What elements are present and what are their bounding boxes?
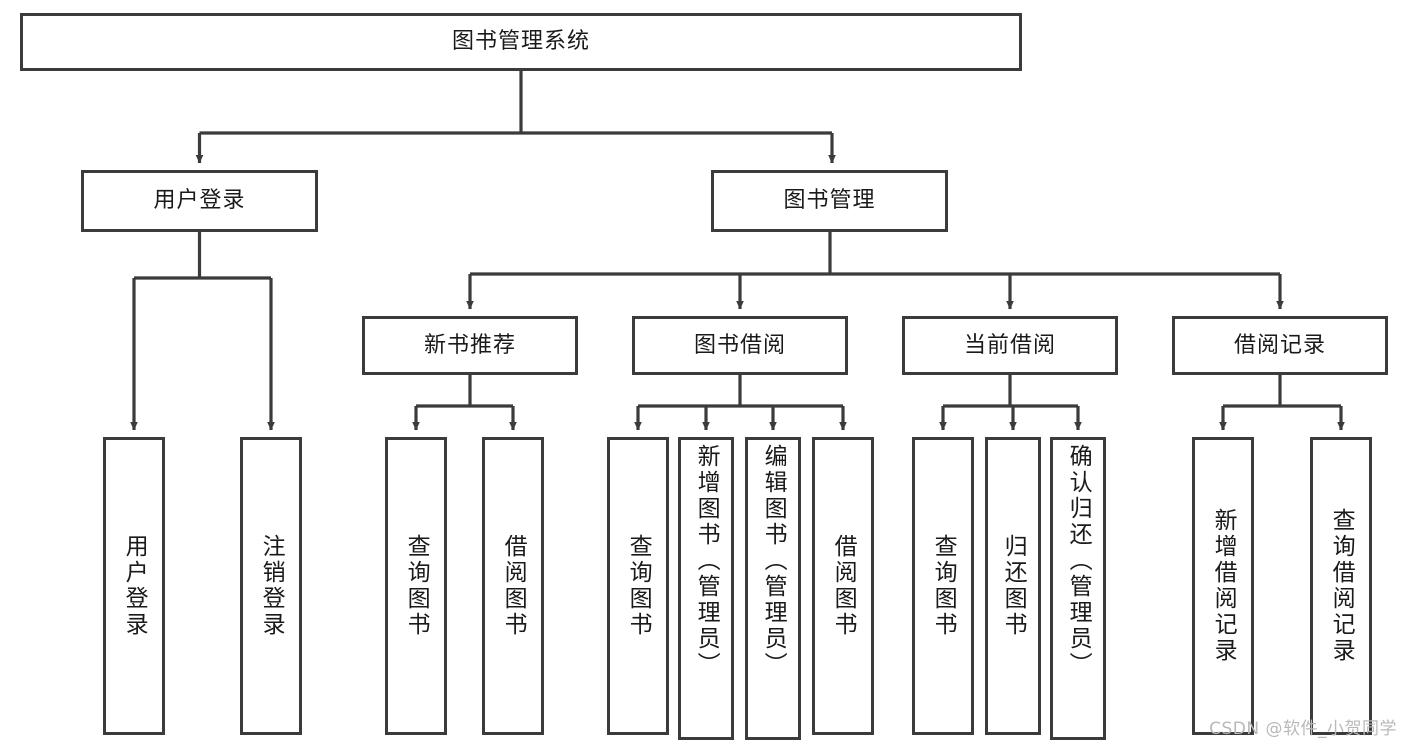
node-leaf-borrow-book[interactable]: 借阅图书 (812, 437, 874, 735)
node-leaf-query-book-rec[interactable]: 查询图书 (385, 437, 447, 735)
node-leaf-add-record[interactable]: 新增借阅记录 (1192, 437, 1254, 735)
node-leaf-query-record-label: 查询借阅记录 (1328, 508, 1355, 664)
node-leaf-query-book-borrow[interactable]: 查询图书 (607, 437, 669, 735)
node-book-manage-label: 图书管理 (783, 188, 876, 214)
node-leaf-user-logout[interactable]: 注销登录 (240, 437, 302, 735)
node-leaf-user-login[interactable]: 用户登录 (103, 437, 165, 735)
node-leaf-borrow-book-rec[interactable]: 借阅图书 (482, 437, 544, 735)
node-borrow-record[interactable]: 借阅记录 (1172, 316, 1388, 375)
node-borrow-record-label: 借阅记录 (1233, 332, 1326, 358)
node-user-login-label: 用户登录 (153, 188, 246, 214)
node-leaf-user-login-label: 用户登录 (121, 534, 148, 638)
node-root[interactable]: 图书管理系统 (20, 13, 1022, 71)
node-leaf-confirm-return-label: 确认归还（管理员） (1065, 444, 1092, 678)
node-new-book-rec[interactable]: 新书推荐 (362, 316, 578, 375)
node-user-login[interactable]: 用户登录 (81, 170, 318, 232)
node-leaf-return-book-label: 归还图书 (1000, 534, 1027, 638)
node-current-borrow[interactable]: 当前借阅 (902, 316, 1118, 375)
node-book-borrow[interactable]: 图书借阅 (632, 316, 848, 375)
watermark-text: CSDN @软件_小贺同学 (1209, 719, 1397, 739)
node-leaf-borrow-book-label: 借阅图书 (830, 534, 857, 638)
node-leaf-add-book-label: 新增图书（管理员） (693, 444, 720, 678)
node-leaf-add-book[interactable]: 新增图书（管理员） (678, 437, 734, 740)
node-leaf-borrow-book-rec-label: 借阅图书 (500, 534, 527, 638)
node-book-borrow-label: 图书借阅 (693, 332, 786, 358)
node-current-borrow-label: 当前借阅 (963, 332, 1056, 358)
node-leaf-query-book-rec-label: 查询图书 (403, 534, 430, 638)
node-leaf-return-book[interactable]: 归还图书 (985, 437, 1041, 735)
node-new-book-rec-label: 新书推荐 (423, 332, 516, 358)
node-root-label: 图书管理系统 (451, 29, 590, 55)
node-leaf-user-logout-label: 注销登录 (258, 534, 285, 638)
node-leaf-query-book-borrow-label: 查询图书 (625, 534, 652, 638)
node-leaf-query-record[interactable]: 查询借阅记录 (1310, 437, 1372, 735)
node-book-manage[interactable]: 图书管理 (711, 170, 948, 232)
node-leaf-confirm-return[interactable]: 确认归还（管理员） (1050, 437, 1106, 740)
node-leaf-edit-book-label: 编辑图书（管理员） (760, 444, 787, 678)
node-leaf-query-book-cur-label: 查询图书 (930, 534, 957, 638)
node-leaf-query-book-cur[interactable]: 查询图书 (912, 437, 974, 735)
node-leaf-edit-book[interactable]: 编辑图书（管理员） (745, 437, 801, 740)
node-leaf-add-record-label: 新增借阅记录 (1210, 508, 1237, 664)
